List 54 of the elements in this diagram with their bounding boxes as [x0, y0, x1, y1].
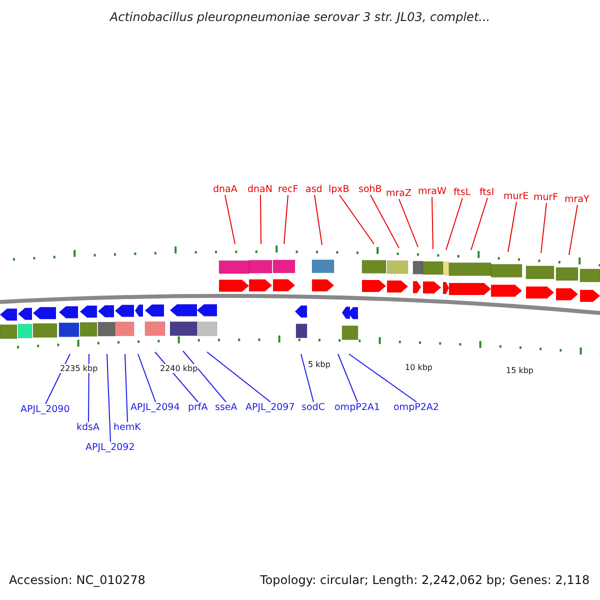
leader-line [398, 198, 418, 248]
leader-line [370, 194, 400, 248]
gene-label: kdsA [76, 422, 100, 433]
gene-label: recF [278, 184, 298, 195]
gene-label: lpxB [328, 184, 350, 195]
gene-label: sodC [302, 402, 325, 413]
accession-text: Accession: NC_010278 [9, 574, 146, 587]
leader-line [138, 354, 156, 402]
leader-line [568, 204, 578, 256]
gene-label: sseA [215, 402, 238, 413]
leader-line [182, 350, 226, 402]
leader-line [508, 202, 517, 252]
leader-line [300, 354, 314, 402]
gene-label: dnaN [248, 184, 272, 195]
scale-label: 2240 kbp [160, 364, 198, 373]
leader-line [470, 198, 488, 250]
gene-label: dnaA [213, 184, 238, 195]
leader-line [540, 202, 547, 254]
gene-label: ompP2A1 [334, 402, 380, 413]
leader-line [260, 194, 262, 244]
title: Actinobacillus pleuropneumoniae serovar 3 str. JL03, complet... [108, 10, 492, 24]
leader-line [339, 194, 374, 244]
leader-line [124, 354, 128, 422]
scale-label: 15 kbp [506, 366, 534, 375]
gene-label: APJL_2092 [86, 442, 135, 453]
scale-label: 2235 kbp [60, 364, 98, 373]
gene-label: APJL_2097 [246, 402, 295, 413]
genome-info-text: Topology: circular; Length: 2,242,062 bp; Genes: 2,118 [260, 574, 590, 587]
gene-label: asd [306, 184, 322, 195]
gene-label: APJL_2094 [130, 402, 180, 413]
gene-label: sohB [358, 184, 382, 195]
gene-label: mraW [418, 186, 446, 197]
leader-line [284, 194, 288, 244]
leader-line [314, 194, 322, 246]
scale-label: 10 kbp [405, 363, 433, 372]
leader-line [446, 198, 463, 250]
gene-label: mraY [564, 194, 590, 205]
gene-label: ftsI [480, 187, 494, 198]
leader-line [338, 354, 358, 402]
leader-line [432, 196, 434, 250]
leader-line [348, 354, 417, 402]
leader-line [106, 354, 111, 442]
gene-label: mraZ [386, 188, 412, 199]
gene-label: APJL_2090 [20, 404, 70, 415]
gene-label: prfA [188, 402, 208, 413]
leader-line [88, 354, 90, 422]
gene-label: ftsL [454, 187, 471, 198]
scale-label: 5 kbp [308, 360, 330, 369]
gene-label: murF [534, 192, 558, 203]
leader-line [224, 194, 236, 244]
gene-label: hemK [114, 422, 141, 433]
gene-label: ompP2A2 [394, 402, 439, 413]
gene-label: murE [504, 191, 529, 202]
leader-line [206, 352, 271, 402]
